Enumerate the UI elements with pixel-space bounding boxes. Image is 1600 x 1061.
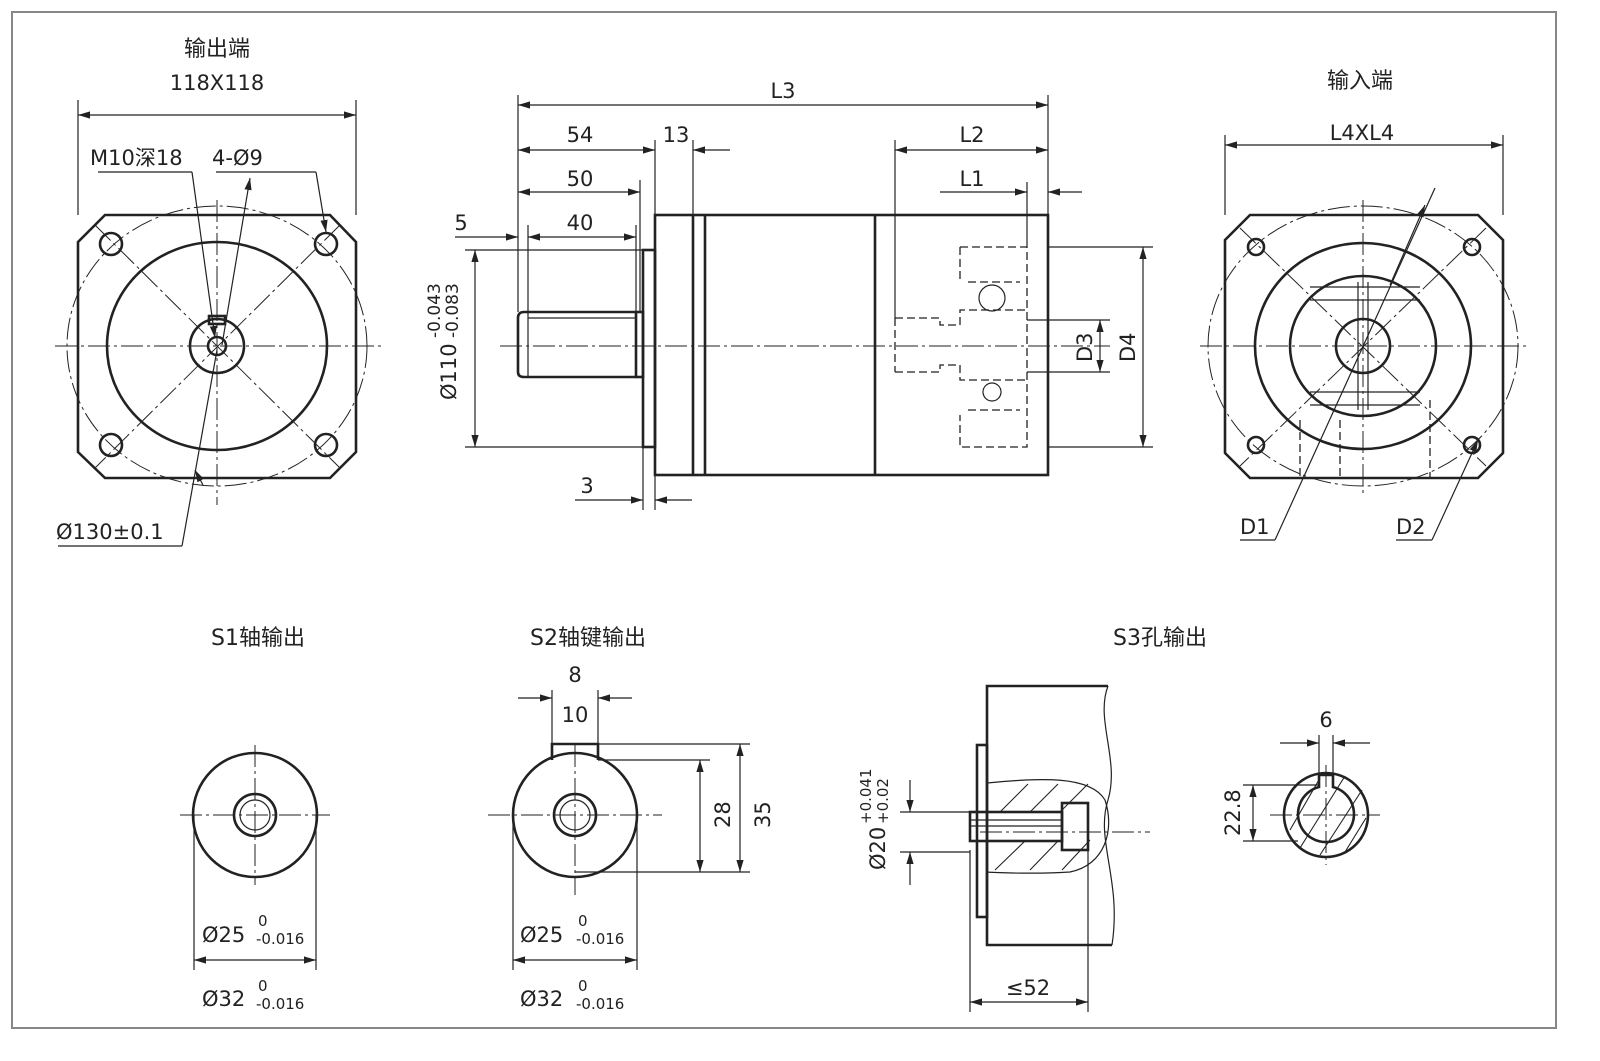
s2-dia-outer: Ø32	[520, 987, 563, 1011]
output-end-size: 118X118	[170, 71, 265, 95]
output-end-view: 输出端 118X118 M10深18 4-Ø9 Ø130±0.1	[55, 37, 382, 547]
input-end-title: 输入端	[1327, 69, 1393, 94]
dim-D1: D1	[1240, 515, 1270, 539]
s1-shaft-output: S1轴输出 Ø25 0 -0.016 Ø32 0 -0.016	[180, 626, 330, 1013]
s2-key-8: 8	[568, 663, 581, 687]
dim-40: 40	[567, 211, 594, 235]
s2-title: S2轴键输出	[530, 626, 646, 651]
dim-L3: L3	[770, 79, 795, 103]
output-shaft	[516, 310, 636, 379]
output-end-title: 输出端	[184, 37, 250, 62]
pilot-diameter-label: Ø130±0.1	[56, 520, 164, 544]
dim-D4: D4	[1116, 332, 1140, 362]
s1-title: S1轴输出	[211, 626, 305, 651]
s2-keyed-shaft-output: S2轴键输出 8 10 28 35 Ø25 0 -0.016 Ø32 0 -0.…	[488, 626, 775, 1013]
dim-L2: L2	[959, 123, 984, 147]
s2-dia-inner: Ø25	[520, 923, 563, 947]
s2-key-10: 10	[562, 703, 589, 727]
dim-54: 54	[567, 123, 594, 147]
s3-depth-label: ≤52	[1006, 976, 1050, 1000]
s1-tol-lower: -0.016	[256, 930, 304, 948]
s3-dim-22-8: 22.8	[1221, 789, 1245, 836]
bolt-holes	[98, 231, 339, 458]
dim-D3: D3	[1073, 332, 1097, 362]
s1-tol-upper-2: 0	[258, 977, 268, 995]
dim-13: 13	[663, 123, 690, 147]
shaft-tol-lower: -0.083	[443, 283, 463, 338]
dim-50: 50	[567, 167, 594, 191]
s3-hollow-output: S3孔输出 Ø20 +0.041 +0.02 ≤52	[857, 626, 1380, 1012]
s3-tol-lower: +0.02	[874, 778, 892, 824]
dim-D2: D2	[1396, 515, 1426, 539]
s3-tol-upper: +0.041	[857, 768, 875, 824]
input-end-size: L4XL4	[1330, 121, 1395, 145]
tap-hole-label: M10深18	[90, 146, 183, 170]
shaft-tol-upper: -0.043	[425, 283, 445, 338]
s1-dia-inner: Ø25	[202, 923, 245, 947]
dim-3: 3	[580, 474, 593, 498]
s3-bore-label: Ø20	[866, 827, 890, 870]
s2-dim-35: 35	[751, 801, 775, 828]
input-flange-outline	[1223, 213, 1505, 480]
s2-tol-lower-2: -0.016	[576, 995, 624, 1013]
shaft-diameter-label: Ø110	[437, 343, 461, 400]
output-flange-outline	[76, 213, 358, 480]
drawing-frame	[11, 11, 1557, 1029]
dim-5: 5	[454, 211, 467, 235]
s1-dia-outer: Ø32	[202, 987, 245, 1011]
s1-tol-lower-2: -0.016	[256, 995, 304, 1013]
s3-title: S3孔输出	[1113, 626, 1207, 651]
s2-tol-upper-2: 0	[578, 977, 588, 995]
input-end-view: 输入端 L4XL4 D1 D2	[1200, 69, 1528, 541]
side-view: L3 54 13 50 40 5 L2 L1 3 Ø110 -0.043 -0.…	[425, 79, 1153, 510]
s2-tol-lower: -0.016	[576, 930, 624, 948]
s1-tol-upper: 0	[258, 912, 268, 930]
s3-key-6: 6	[1319, 708, 1332, 732]
s2-dim-28: 28	[711, 801, 735, 828]
dim-L1: L1	[959, 167, 984, 191]
bolt-holes-label: 4-Ø9	[212, 146, 263, 170]
gearbox-body	[653, 213, 1050, 477]
s2-tol-upper: 0	[578, 912, 588, 930]
